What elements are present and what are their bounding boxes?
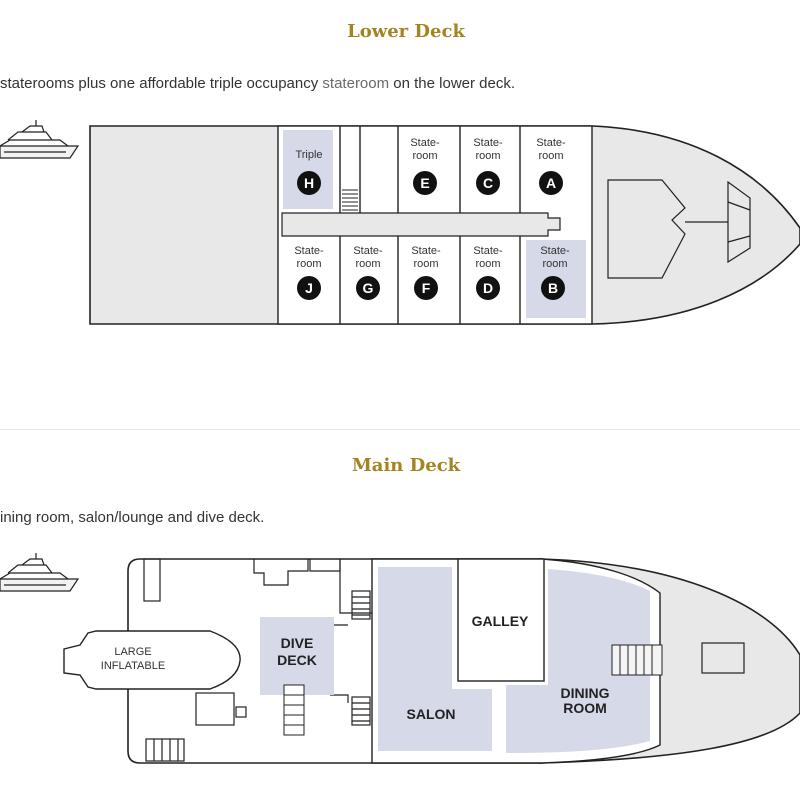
room-b-badge [541, 276, 565, 300]
dive-deck-label-2: DECK [277, 652, 317, 668]
main-deck-description: ining room, salon/lounge and dive deck. [0, 509, 265, 526]
room-d-letter: D [483, 280, 493, 296]
yacht-icon [0, 120, 80, 159]
room-f-letter: F [422, 280, 431, 296]
room-d-label-1: State- [473, 245, 503, 257]
lower-deck-description-end: on the lower deck. [389, 75, 516, 92]
inflatable-label-2: INFLATABLE [101, 660, 165, 672]
room-g-badge [356, 276, 380, 300]
room-c-label-2: room [475, 150, 500, 162]
room-h-highlight [283, 130, 333, 209]
yacht-icon [0, 553, 80, 592]
stateroom-link[interactable]: stateroom [322, 75, 390, 92]
room-d[interactable]: State- room D [473, 245, 503, 300]
room-c-badge [476, 171, 500, 195]
room-g-label-1: State- [353, 245, 383, 257]
room-g-label-2: room [355, 258, 380, 270]
room-c-letter: C [483, 175, 493, 191]
room-b-letter: B [548, 280, 558, 296]
room-g-letter: G [363, 280, 374, 296]
main-deck-plan: LARGE INFLATABLE DIVE DECK GALLEY SALON … [0, 553, 800, 764]
room-g[interactable]: State- room G [353, 245, 383, 300]
room-a-label-1: State- [536, 137, 566, 149]
room-b[interactable]: State- room B [540, 245, 570, 300]
room-e-letter: E [420, 175, 429, 191]
room-d-label-2: room [475, 258, 500, 270]
dining-room-label-2: ROOM [563, 700, 607, 716]
room-b-label-2: room [542, 258, 567, 270]
room-j-letter: J [305, 280, 313, 296]
room-h[interactable]: Triple H [295, 149, 323, 195]
room-e-badge [413, 171, 437, 195]
room-a-label-2: room [538, 150, 563, 162]
room-f-label-2: room [413, 258, 438, 270]
room-a[interactable]: State- room A [536, 137, 566, 195]
lower-deck-description-start: staterooms plus one affordable triple oc… [0, 75, 323, 92]
bow-hatch [701, 642, 745, 674]
lower-stairs [342, 189, 358, 211]
room-e-label-1: State- [410, 137, 440, 149]
salon-highlight [378, 567, 492, 751]
dining-room-label-1: DINING [561, 685, 610, 701]
room-d-badge [476, 276, 500, 300]
room-f-label-1: State- [411, 245, 441, 257]
dining-stairs [611, 644, 663, 676]
room-f[interactable]: State- room F [411, 245, 441, 300]
room-f-badge [414, 276, 438, 300]
lower-deck-plan: Triple H State- room E State- room C Sta… [0, 120, 800, 325]
room-c[interactable]: State- room C [473, 137, 503, 195]
salon-label: SALON [407, 706, 456, 722]
dining-highlight [506, 569, 650, 753]
dive-deck-highlight [260, 617, 334, 695]
room-j[interactable]: State- room J [294, 245, 324, 300]
galley-label: GALLEY [472, 613, 529, 629]
room-a-badge [539, 171, 563, 195]
large-inflatable [63, 630, 241, 690]
room-j-label-1: State- [294, 245, 324, 257]
bow-structure [607, 179, 751, 279]
room-j-badge [297, 276, 321, 300]
dive-ladder [283, 684, 305, 736]
room-e-label-2: room [412, 150, 437, 162]
dive-deck-label-1: DIVE [281, 635, 314, 651]
inflatable-label-1: LARGE [114, 646, 151, 658]
galley-area [457, 558, 545, 682]
section-divider [0, 429, 800, 430]
lower-deck-title: Lower Deck [347, 21, 465, 42]
room-j-label-2: room [296, 258, 321, 270]
main-deck-title: Main Deck [351, 455, 461, 476]
room-h-letter: H [304, 175, 314, 191]
room-h-label: Triple [295, 149, 322, 161]
room-c-label-1: State- [473, 137, 503, 149]
room-a-letter: A [546, 175, 556, 191]
room-e[interactable]: State- room E [410, 137, 440, 195]
room-h-badge [297, 171, 321, 195]
lower-deck-description: staterooms plus one affordable triple oc… [0, 75, 515, 92]
room-b-label-1: State- [540, 245, 570, 257]
